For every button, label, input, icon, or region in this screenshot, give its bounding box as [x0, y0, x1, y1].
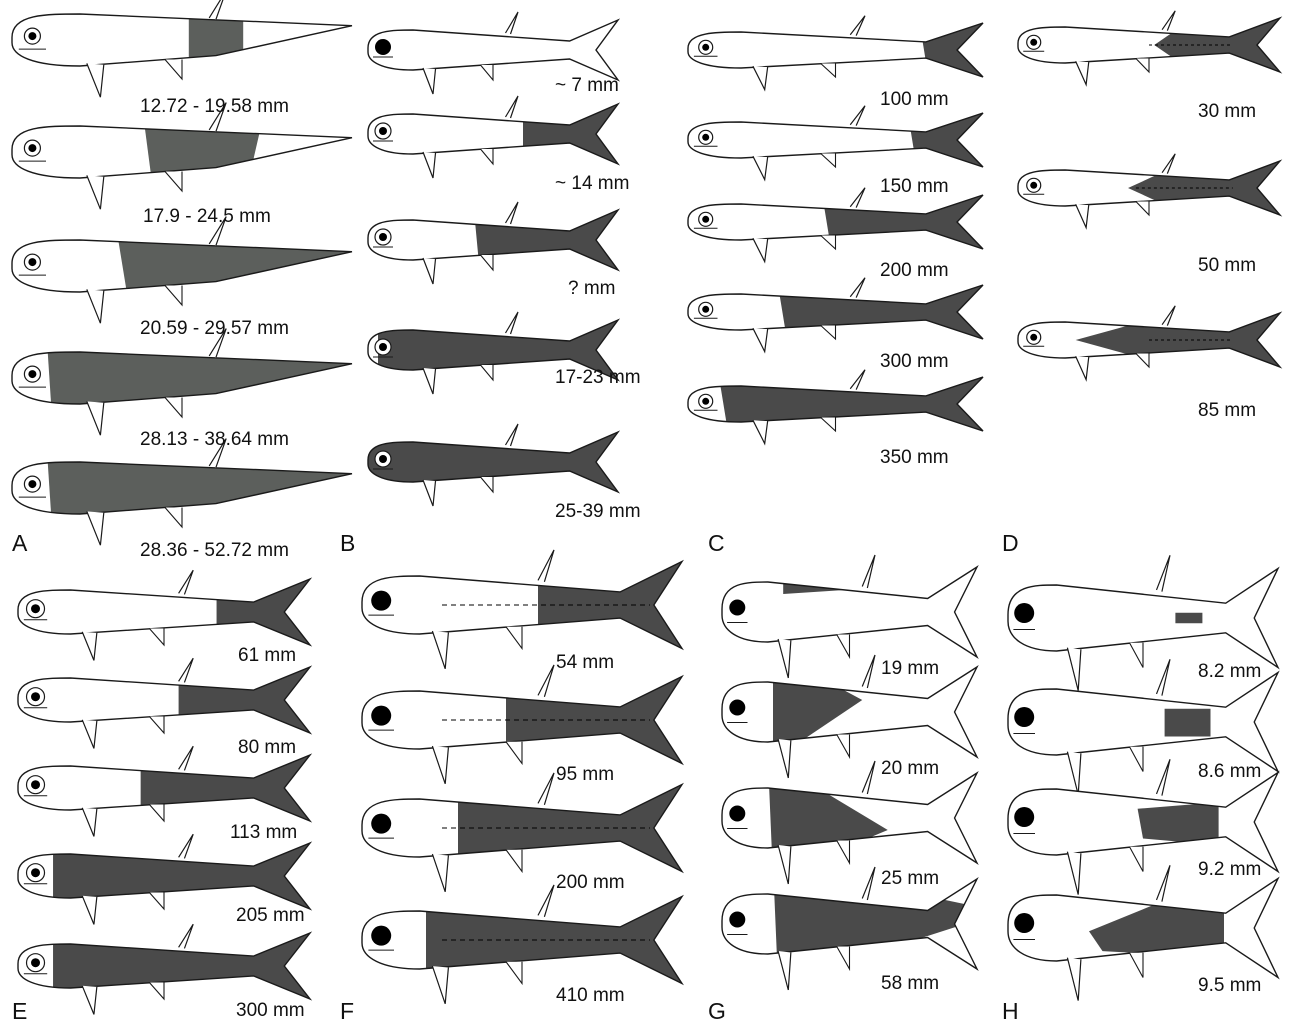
fish-e-4 — [18, 823, 368, 929]
size-label-h-3: 9.2 mm — [1198, 860, 1261, 879]
size-label-f-1: 54 mm — [556, 653, 614, 672]
size-label-a-4: 28.13 - 38.64 mm — [140, 430, 289, 449]
size-label-b-5: 25-39 mm — [555, 502, 641, 521]
size-label-f-4: 410 mm — [556, 986, 625, 1005]
fish-b-2 — [368, 86, 668, 182]
fish-e-1 — [18, 559, 368, 665]
size-label-g-3: 25 mm — [881, 869, 939, 888]
fish-b-5 — [368, 422, 668, 506]
size-label-c-4: 300 mm — [880, 352, 949, 371]
fish-a-1 — [12, 0, 352, 97]
fish-d-3 — [1018, 304, 1290, 380]
size-label-d-3: 85 mm — [1198, 401, 1256, 420]
fish-c-2 — [688, 97, 1042, 183]
size-label-b-1: ~ 7 mm — [555, 76, 619, 95]
size-label-a-2: 17.9 - 24.5 mm — [143, 207, 271, 226]
size-label-g-4: 58 mm — [881, 974, 939, 993]
size-label-c-1: 100 mm — [880, 90, 949, 109]
size-label-e-5: 300 mm — [236, 1001, 305, 1020]
panel-letter-c: C — [708, 532, 725, 555]
fish-c-4 — [688, 269, 1042, 355]
size-label-b-4: 17-23 mm — [555, 368, 641, 387]
size-label-h-2: 8.6 mm — [1198, 762, 1261, 781]
panel-letter-e: E — [12, 1000, 27, 1023]
panel-letter-h: H — [1002, 1000, 1019, 1023]
size-label-e-4: 205 mm — [236, 906, 305, 925]
size-label-a-5: 28.36 - 52.72 mm — [140, 541, 289, 560]
size-label-e-3: 113 mm — [230, 823, 297, 842]
panel-letter-a: A — [12, 532, 27, 555]
fish-f-1 — [362, 535, 746, 674]
size-label-g-2: 20 mm — [881, 759, 939, 778]
size-label-g-1: 19 mm — [881, 659, 939, 678]
panel-letter-f: F — [340, 1000, 354, 1023]
fish-c-1 — [688, 7, 1042, 93]
size-label-d-2: 50 mm — [1198, 256, 1256, 275]
panel-letter-g: G — [708, 1000, 726, 1023]
size-label-h-1: 8.2 mm — [1198, 662, 1261, 681]
fish-d-2 — [1018, 152, 1290, 228]
fish-a-5 — [12, 436, 386, 545]
fish-e-3 — [18, 735, 368, 841]
size-label-d-1: 30 mm — [1198, 102, 1256, 121]
size-label-e-2: 80 mm — [238, 738, 296, 757]
fish-c-5 — [688, 361, 1042, 447]
size-label-h-4: 9.5 mm — [1198, 976, 1261, 995]
size-label-c-5: 350 mm — [880, 448, 949, 467]
fish-f-3 — [362, 758, 746, 897]
fish-g-4 — [722, 864, 1003, 990]
size-label-e-1: 61 mm — [238, 646, 296, 665]
size-label-b-2: ~ 14 mm — [555, 174, 629, 193]
panel-letter-d: D — [1002, 532, 1019, 555]
fish-d-1 — [1018, 9, 1290, 85]
fish-c-3 — [688, 179, 1042, 265]
fish-e-2 — [18, 647, 368, 753]
size-label-c-2: 150 mm — [880, 177, 949, 196]
size-label-b-3: ? mm — [568, 279, 616, 298]
fish-a-3 — [12, 214, 386, 323]
size-label-a-1: 12.72 - 19.58 mm — [140, 97, 289, 116]
size-label-c-3: 200 mm — [880, 261, 949, 280]
fish-f-2 — [362, 650, 746, 789]
fish-b-3 — [368, 192, 668, 288]
panel-letter-b: B — [340, 532, 355, 555]
fish-f-4 — [362, 870, 746, 1009]
fish-a-4 — [12, 326, 386, 435]
fish-e-5 — [18, 913, 368, 1019]
size-label-f-2: 95 mm — [556, 765, 614, 784]
size-label-f-3: 200 mm — [556, 873, 625, 892]
size-label-a-3: 20.59 - 29.57 mm — [140, 319, 289, 338]
